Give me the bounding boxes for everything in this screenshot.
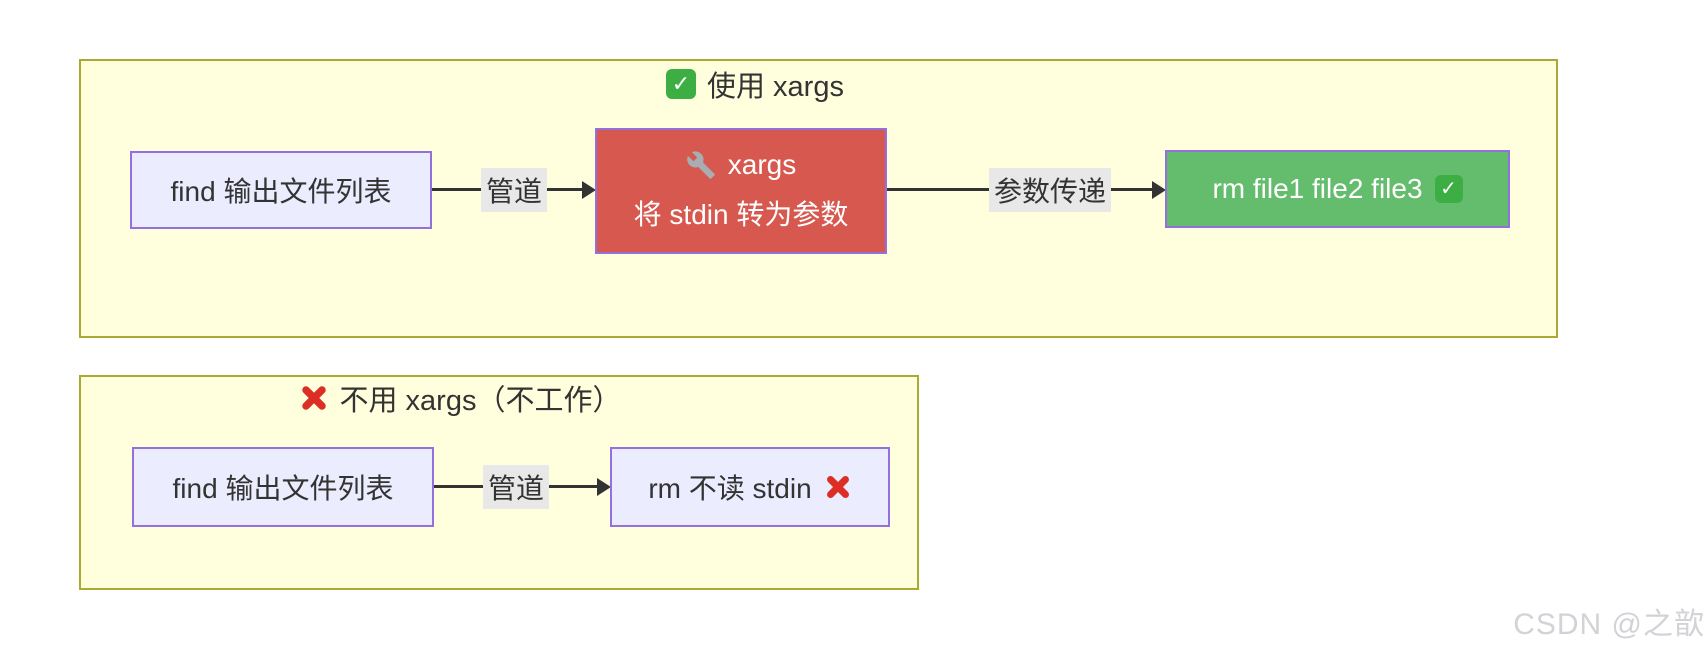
node-xargs-line1: xargs <box>686 149 796 181</box>
subgraph-title-success: ✓ 使用 xargs <box>560 64 950 104</box>
arrowhead-icon <box>1152 181 1166 199</box>
arrowhead-icon <box>597 478 611 496</box>
node-label: find 输出文件列表 <box>172 473 394 504</box>
check-badge-icon: ✓ <box>666 69 696 99</box>
node-rm-fail: rm 不读 stdin <box>610 447 890 527</box>
subgraph-title-fail: 不用 xargs（不工作） <box>230 378 690 418</box>
node-label: rm 不读 stdin <box>648 473 812 504</box>
arrowhead-icon <box>582 181 596 199</box>
node-rm-success: rm file1 file2 file3 ✓ <box>1165 150 1510 228</box>
node-label: find 输出文件列表 <box>170 176 392 207</box>
check-badge-icon: ✓ <box>1434 175 1463 203</box>
wrench-icon <box>686 151 715 179</box>
node-xargs-subtitle: 将 stdin 转为参数 <box>633 199 849 230</box>
cross-icon <box>301 386 326 410</box>
node-label: rm file1 file2 file3 <box>1212 173 1423 204</box>
subgraph-title-text: 不用 xargs（不工作） <box>339 385 622 417</box>
edge-label-pipe: 管道 <box>480 168 548 212</box>
watermark: CSDN @之歆 <box>1513 608 1705 641</box>
node-xargs: xargs 将 stdin 转为参数 <box>595 128 887 254</box>
node-xargs-title: xargs <box>727 149 797 180</box>
node-find-output-2: find 输出文件列表 <box>132 447 434 527</box>
edge-label-pipe-2: 管道 <box>482 465 550 509</box>
subgraph-title-text: 使用 xargs <box>707 71 844 103</box>
node-find-output: find 输出文件列表 <box>130 151 432 229</box>
edge-label-args: 参数传递 <box>988 168 1112 212</box>
cross-icon <box>826 476 849 498</box>
